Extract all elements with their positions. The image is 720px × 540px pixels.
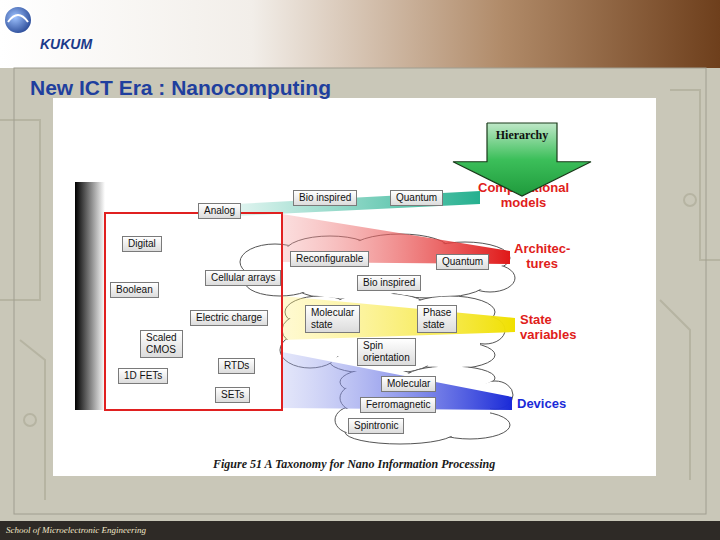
box-text: SETs xyxy=(221,389,244,401)
hierarchy-arrow: Hierarchy xyxy=(452,122,592,197)
taxonomy-box: Electric charge xyxy=(190,310,268,326)
level-label: Devices xyxy=(517,396,566,411)
level-label: Architec- tures xyxy=(514,241,570,271)
taxonomy-box: Quantum xyxy=(390,190,443,206)
taxonomy-box: 1D FETs xyxy=(118,368,168,384)
box-text: Scaled CMOS xyxy=(146,332,177,356)
box-text: Ferromagnetic xyxy=(366,399,430,411)
taxonomy-box: Bio inspired xyxy=(293,190,357,206)
box-text: RTDs xyxy=(224,360,249,372)
taxonomy-box: Spintronic xyxy=(348,418,404,434)
taxonomy-box: Boolean xyxy=(110,282,159,298)
box-text: Boolean xyxy=(116,284,153,296)
box-text: Reconfigurable xyxy=(296,253,363,265)
box-text: Analog xyxy=(204,205,235,217)
taxonomy-box: Scaled CMOS xyxy=(140,330,183,358)
taxonomy-box: SETs xyxy=(215,387,250,403)
box-text: Spintronic xyxy=(354,420,398,432)
box-text: 1D FETs xyxy=(124,370,162,382)
box-text: Digital xyxy=(128,238,156,250)
taxonomy-box: Digital xyxy=(122,236,162,252)
box-text: Cellular arrays xyxy=(211,272,275,284)
box-text: Bio inspired xyxy=(299,192,351,204)
figure-caption: Figure 51 A Taxonomy for Nano Informatio… xyxy=(213,457,495,472)
taxonomy-box: Cellular arrays xyxy=(205,270,281,286)
taxonomy-box: RTDs xyxy=(218,358,255,374)
level-label: State variables xyxy=(520,312,576,342)
box-text: Quantum xyxy=(442,256,483,268)
footer-text: School of Microelectronic Engineering xyxy=(6,525,146,535)
logo-text: KUKUM xyxy=(40,36,92,52)
taxonomy-box: Molecular xyxy=(381,376,436,392)
box-text: Molecular state xyxy=(311,307,354,331)
taxonomy-box: Quantum xyxy=(436,254,489,270)
box-text: Phase state xyxy=(423,307,451,331)
box-text: Bio inspired xyxy=(363,277,415,289)
taxonomy-box: Bio inspired xyxy=(357,275,421,291)
slide-title: New ICT Era : Nanocomputing xyxy=(30,76,331,100)
box-text: Electric charge xyxy=(196,312,262,324)
taxonomy-box: Ferromagnetic xyxy=(360,397,436,413)
box-text: Quantum xyxy=(396,192,437,204)
box-text: Molecular xyxy=(387,378,430,390)
taxonomy-box: Spin orientation xyxy=(357,338,416,366)
hierarchy-text: Hierarchy xyxy=(452,122,592,143)
taxonomy-box: Molecular state xyxy=(305,305,360,333)
taxonomy-box: Analog xyxy=(198,203,241,219)
taxonomy-box: Phase state xyxy=(417,305,457,333)
taxonomy-box: Reconfigurable xyxy=(290,251,369,267)
box-text: Spin orientation xyxy=(363,340,410,364)
